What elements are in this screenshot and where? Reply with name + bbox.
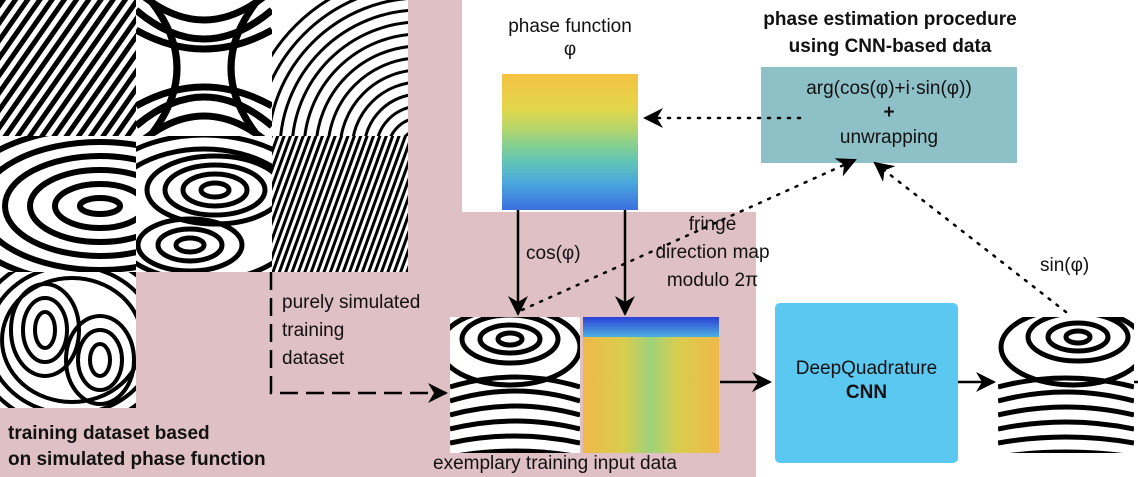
- cnn-label-line1: DeepQuadrature: [795, 358, 938, 379]
- training-title-line1: training dataset based: [8, 423, 210, 444]
- fringe-label-line1: fringe: [688, 214, 737, 235]
- output-fringe-image: [998, 317, 1134, 453]
- cnn-box: [775, 303, 958, 463]
- cos-label: cos(φ): [526, 243, 581, 264]
- direction-map-top-band: [583, 317, 719, 337]
- sin-label: sin(φ): [1040, 255, 1090, 276]
- fringe-tile-1: [0, 0, 136, 136]
- direction-map-image: [583, 317, 719, 453]
- sin-to-procedure-dotted: [873, 161, 1068, 314]
- training-title-line2: on simulated phase function: [8, 449, 266, 470]
- dataset-dashed-arrow: [269, 272, 448, 403]
- procedure-box: [761, 67, 1017, 163]
- fringe-tile-4: [0, 136, 136, 272]
- fringe-tile-3: [272, 0, 408, 136]
- procedure-formula: arg(cos(φ)+i·sin(φ)): [806, 78, 972, 99]
- fringe-label-line3: modulo 2π: [666, 270, 759, 291]
- simulated-label-line3: dataset: [282, 348, 345, 369]
- procedure-title-line1: phase estimation procedure: [763, 9, 1017, 30]
- fringe-label-line2: direction map: [655, 242, 770, 263]
- phase-function-label: phase function φ: [508, 16, 632, 60]
- procedure-plus: +: [883, 102, 895, 123]
- fringe-tile-6: [272, 136, 408, 272]
- fringe-tile-2: [136, 0, 272, 136]
- phase-function-image: [502, 74, 638, 210]
- simulated-label-line2: training: [282, 320, 345, 341]
- procedure-title-line2: using CNN-based data: [788, 36, 992, 57]
- fringe-tile-grid: [0, 0, 408, 408]
- procedure-unwrapping: unwrapping: [839, 127, 939, 148]
- cnn-label-line2: CNN: [845, 382, 888, 403]
- simulated-label-line1: purely simulated: [282, 292, 421, 313]
- fringe-tile-7: [0, 272, 136, 408]
- fringe-tile-5: [136, 136, 272, 272]
- cos-to-procedure-dotted: [520, 158, 857, 312]
- input-caption: exemplary training input data: [433, 453, 677, 474]
- input-fringe-image: [450, 317, 580, 453]
